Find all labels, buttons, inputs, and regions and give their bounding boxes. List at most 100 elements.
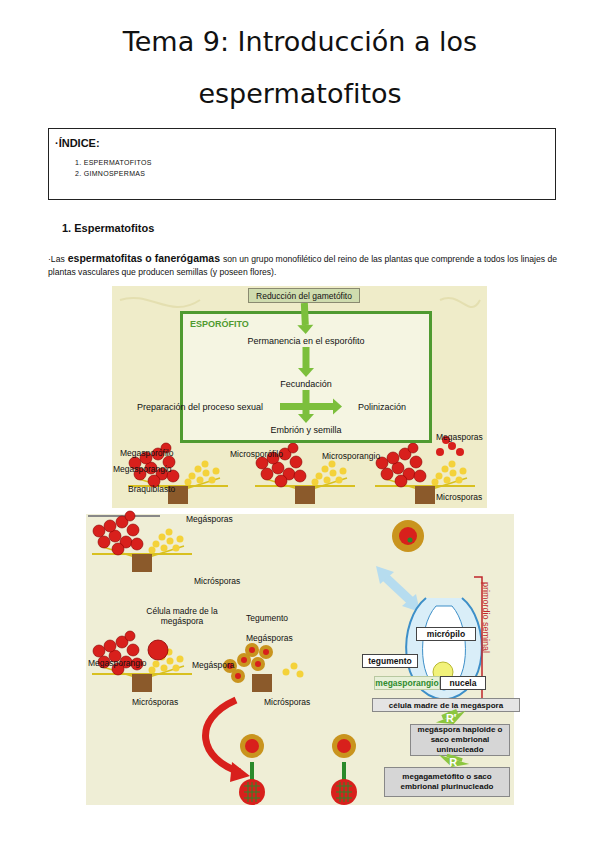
- body-paragraph: ·Lasespermatofitas o fanerógamasson un g…: [48, 252, 560, 279]
- section-heading: 1. Espermatofitos: [62, 222, 154, 234]
- cone-sequence-part: [249, 647, 255, 653]
- node-box: célula madre de la megáspora: [372, 698, 520, 712]
- cone-sequence-part: [251, 657, 265, 671]
- node-box: Embrión y semilla: [226, 423, 386, 436]
- node-text: Permanencia en el esporófito: [247, 336, 364, 346]
- node-text: ·ÍNDICE:: [55, 137, 555, 149]
- cone-sequence-part: [283, 669, 290, 676]
- cone-sequence-part: [337, 739, 351, 753]
- cone-row: [128, 436, 475, 504]
- cone-sequence-part: [148, 640, 168, 660]
- part-label: Megasporangio: [113, 464, 172, 474]
- cone-sequence-part: [392, 520, 424, 552]
- cone-row-part: [436, 448, 444, 456]
- diagram-one-background: [112, 286, 487, 508]
- part-label: Megáspora: [192, 660, 235, 670]
- cone-sequence-part: [255, 661, 261, 667]
- node-subtext: 2. GIMNOSPERMAS: [75, 170, 555, 177]
- arrow-shaft: [280, 403, 333, 410]
- node-text: ESPORÓFITO: [190, 319, 249, 329]
- flow-arrow: [436, 711, 466, 724]
- cone-sequence-part: [252, 674, 272, 692]
- node-box: Preparación del proceso sexual: [120, 400, 280, 413]
- arrow-head: [439, 755, 470, 767]
- part-label: primordio seminal: [481, 582, 491, 653]
- cone-row-part: [448, 442, 456, 450]
- part-label: Microsporangio: [322, 451, 380, 461]
- part-label: Microsporófilo: [230, 449, 283, 459]
- node-text: micrópilo: [427, 629, 465, 639]
- arrow-label: R: [449, 756, 457, 768]
- node-text: megáspora haploide o saco embrional unin…: [411, 725, 509, 755]
- node-text: Embrión y semilla: [270, 425, 341, 435]
- node-text: Reducción del gametófito: [256, 291, 352, 301]
- cone-sequence-part: [245, 739, 259, 753]
- cone-sequence-part: [244, 782, 260, 802]
- node-box: ESPORÓFITO Permanencia en el esporófitoFe…: [180, 311, 432, 443]
- arrow-head: [298, 368, 314, 377]
- node-box: megasporangio: [374, 676, 440, 690]
- ovule-drawing-part: [382, 574, 414, 604]
- cone-sequence-part: [297, 671, 304, 678]
- ovule-drawing-part: [376, 566, 394, 584]
- paragraph-text: ·Las: [48, 254, 65, 264]
- page-title: Tema 9: Introducción a los espermatofito…: [90, 16, 510, 120]
- cone-sequence-part: [291, 663, 298, 670]
- flow-arrow: [280, 399, 342, 415]
- part-label: Megasporófilo: [120, 448, 173, 458]
- cone-sequence-part: [399, 527, 417, 545]
- arrow-shaft: [303, 347, 310, 368]
- cone-sequence-part: [336, 782, 352, 802]
- cone-sequence-part: [408, 538, 413, 543]
- part-label: Microsporas: [436, 492, 482, 502]
- node-box: micrópilo: [416, 627, 476, 641]
- arrow-shaft: [303, 390, 310, 414]
- part-label: Megasporangio: [88, 658, 147, 668]
- node-box: ·ÍNDICE:1. ESPERMATOFITOS2. GIMNOSPERMAS: [48, 128, 556, 200]
- cone-sequence-part: [239, 779, 265, 805]
- flow-arrow: [439, 755, 470, 767]
- arrow-head: [333, 399, 342, 415]
- cone-sequence-part: [240, 734, 264, 758]
- cone-sequence-part: [230, 762, 250, 782]
- part-label: Micrósporas: [194, 576, 240, 586]
- part-label: Megásporas: [186, 514, 233, 524]
- node-box: megáspora haploide o saco embrional unin…: [410, 724, 510, 756]
- node-box: megagametófito o saco embrional plurinuc…: [384, 767, 510, 797]
- cone-sequence-part: [259, 645, 273, 659]
- cone-sequence-part: [245, 643, 259, 657]
- part-label: Micrósporas: [264, 697, 310, 707]
- part-label: Tegumento: [246, 613, 288, 623]
- node-text: megagametófito o saco embrional plurinuc…: [385, 772, 509, 792]
- flow-arrow: [298, 390, 314, 423]
- node-text: nucela: [450, 678, 477, 688]
- cone-sequence-part: [231, 669, 245, 683]
- node-text: célula madre de la megáspora: [389, 701, 503, 710]
- bold-term: espermatofitas o fanerógamas: [68, 252, 220, 264]
- node-box: nucela: [440, 676, 486, 690]
- cone-sequence-part: [331, 779, 357, 805]
- cone-sequence-part: [241, 657, 247, 663]
- node-text: megasporangio: [375, 678, 438, 688]
- node-box: Permanencia en el esporófito: [226, 334, 386, 347]
- part-label: Célula madre de la megáspora: [130, 606, 234, 626]
- node-box: Fecundación: [226, 377, 386, 390]
- part-label: Micrósporas: [132, 697, 178, 707]
- part-label: Megasporas: [436, 432, 483, 442]
- diagram-one-background-part: [440, 298, 480, 307]
- cone-sequence-part: [92, 511, 192, 572]
- cone-sequence-part: [206, 700, 240, 772]
- arrow-head: [298, 414, 314, 423]
- arrow-head: [297, 325, 313, 334]
- node-text: Preparación del proceso sexual: [137, 402, 263, 412]
- node-text: Fecundación: [280, 379, 332, 389]
- flow-arrow: [298, 347, 314, 377]
- ovule-drawing: [376, 566, 482, 700]
- part-label: Megásporas: [246, 633, 293, 643]
- flow-arrow: [297, 303, 313, 334]
- node-box: tegumento: [362, 654, 418, 668]
- cone-row-part: [456, 448, 464, 456]
- arrow-label: R': [446, 712, 457, 724]
- diagram-one-background-part: [112, 286, 487, 508]
